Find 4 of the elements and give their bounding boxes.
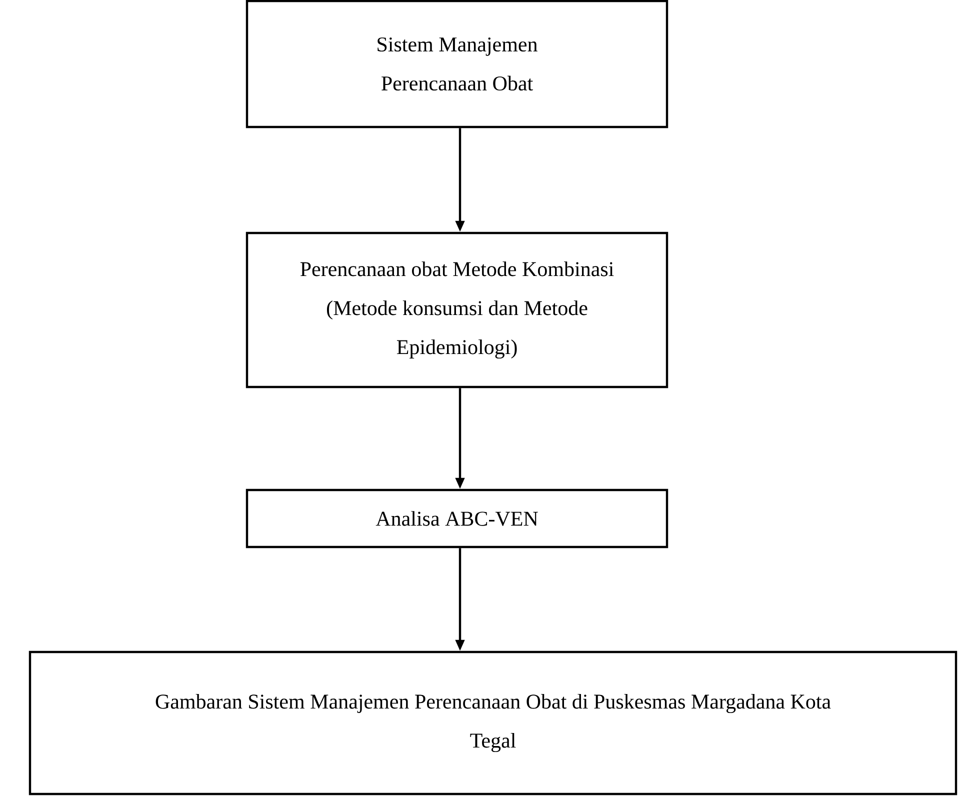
process-box: Gambaran Sistem Manajemen Perencanaan Obat di Puskesmas Margadana Kota Tegal — [28, 650, 958, 796]
process-box: Analisa ABC-VEN — [246, 488, 668, 548]
process-box: Perencanaan obat Metode Kombinasi (Metode konsumsi dan Metode Epidemiologi) — [246, 232, 668, 388]
process-box: Sistem Manajemen Perencanaan Obat — [246, 0, 668, 128]
